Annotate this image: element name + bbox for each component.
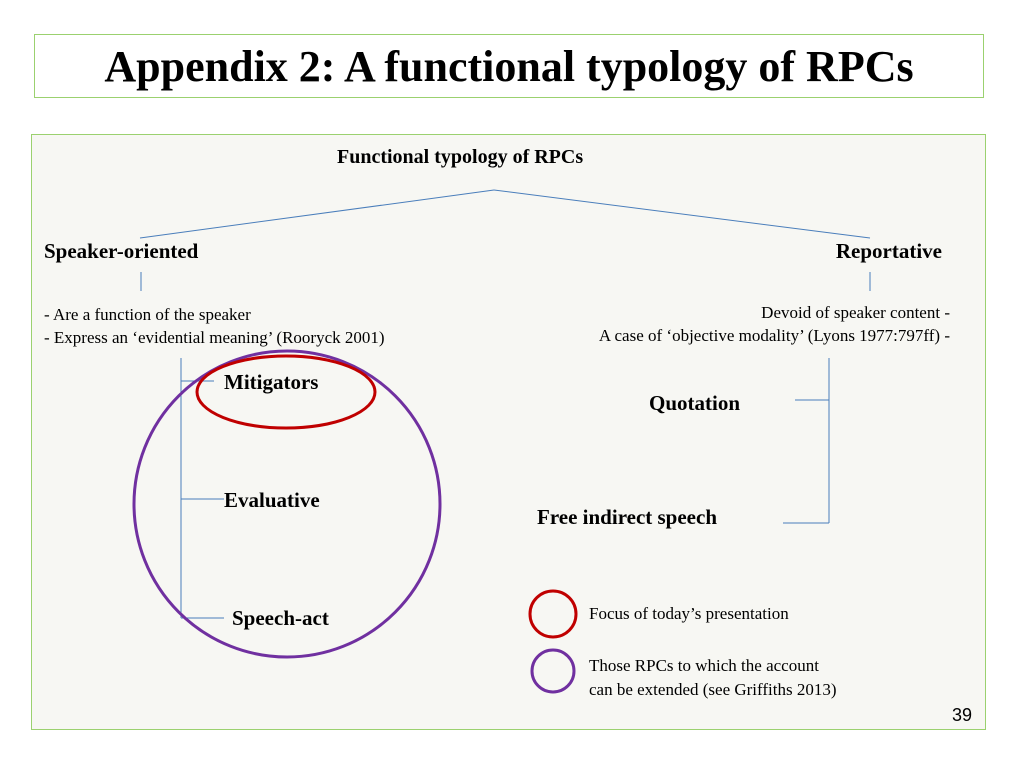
page-number: 39 bbox=[952, 705, 973, 725]
reportative-note-2: A case of ‘objective modality’ (Lyons 19… bbox=[598, 326, 950, 345]
legend-purple-text-line-1: Those RPCs to which the account bbox=[589, 656, 819, 675]
reportative-heading: Reportative bbox=[835, 239, 942, 263]
free-indirect-speech-label: Free indirect speech bbox=[537, 505, 718, 529]
evaluative-label: Evaluative bbox=[224, 488, 320, 512]
legend-purple-circle bbox=[530, 648, 576, 694]
red-focus-ellipse bbox=[195, 354, 377, 430]
root-node-label: Functional typology of RPCs bbox=[337, 146, 584, 168]
speech-act-label: Speech-act bbox=[232, 606, 329, 630]
slide-title: Appendix 2: A functional typology of RPC… bbox=[104, 41, 914, 91]
content-frame bbox=[31, 134, 986, 730]
purple-extension-circle bbox=[132, 349, 442, 659]
quotation-label: Quotation bbox=[649, 391, 741, 415]
legend-red-text: Focus of today’s presentation bbox=[589, 604, 789, 623]
root-to-right-connector bbox=[493, 189, 871, 239]
speaker-oriented-heading: Speaker-oriented bbox=[44, 239, 199, 263]
mitigators-label: Mitigators bbox=[224, 370, 319, 394]
legend-purple-text-line-2: can be extended (see Griffiths 2013) bbox=[589, 680, 837, 699]
reportative-note-1: Devoid of speaker content - bbox=[761, 303, 950, 322]
title-box: Appendix 2: A functional typology of RPC… bbox=[34, 34, 984, 98]
root-to-left-connector bbox=[139, 189, 495, 239]
speaker-oriented-note-1: - Are a function of the speaker bbox=[44, 305, 251, 324]
speaker-oriented-note-2: - Express an ‘evidential meaning’ (Roory… bbox=[44, 328, 385, 347]
legend-red-circle bbox=[528, 589, 578, 639]
